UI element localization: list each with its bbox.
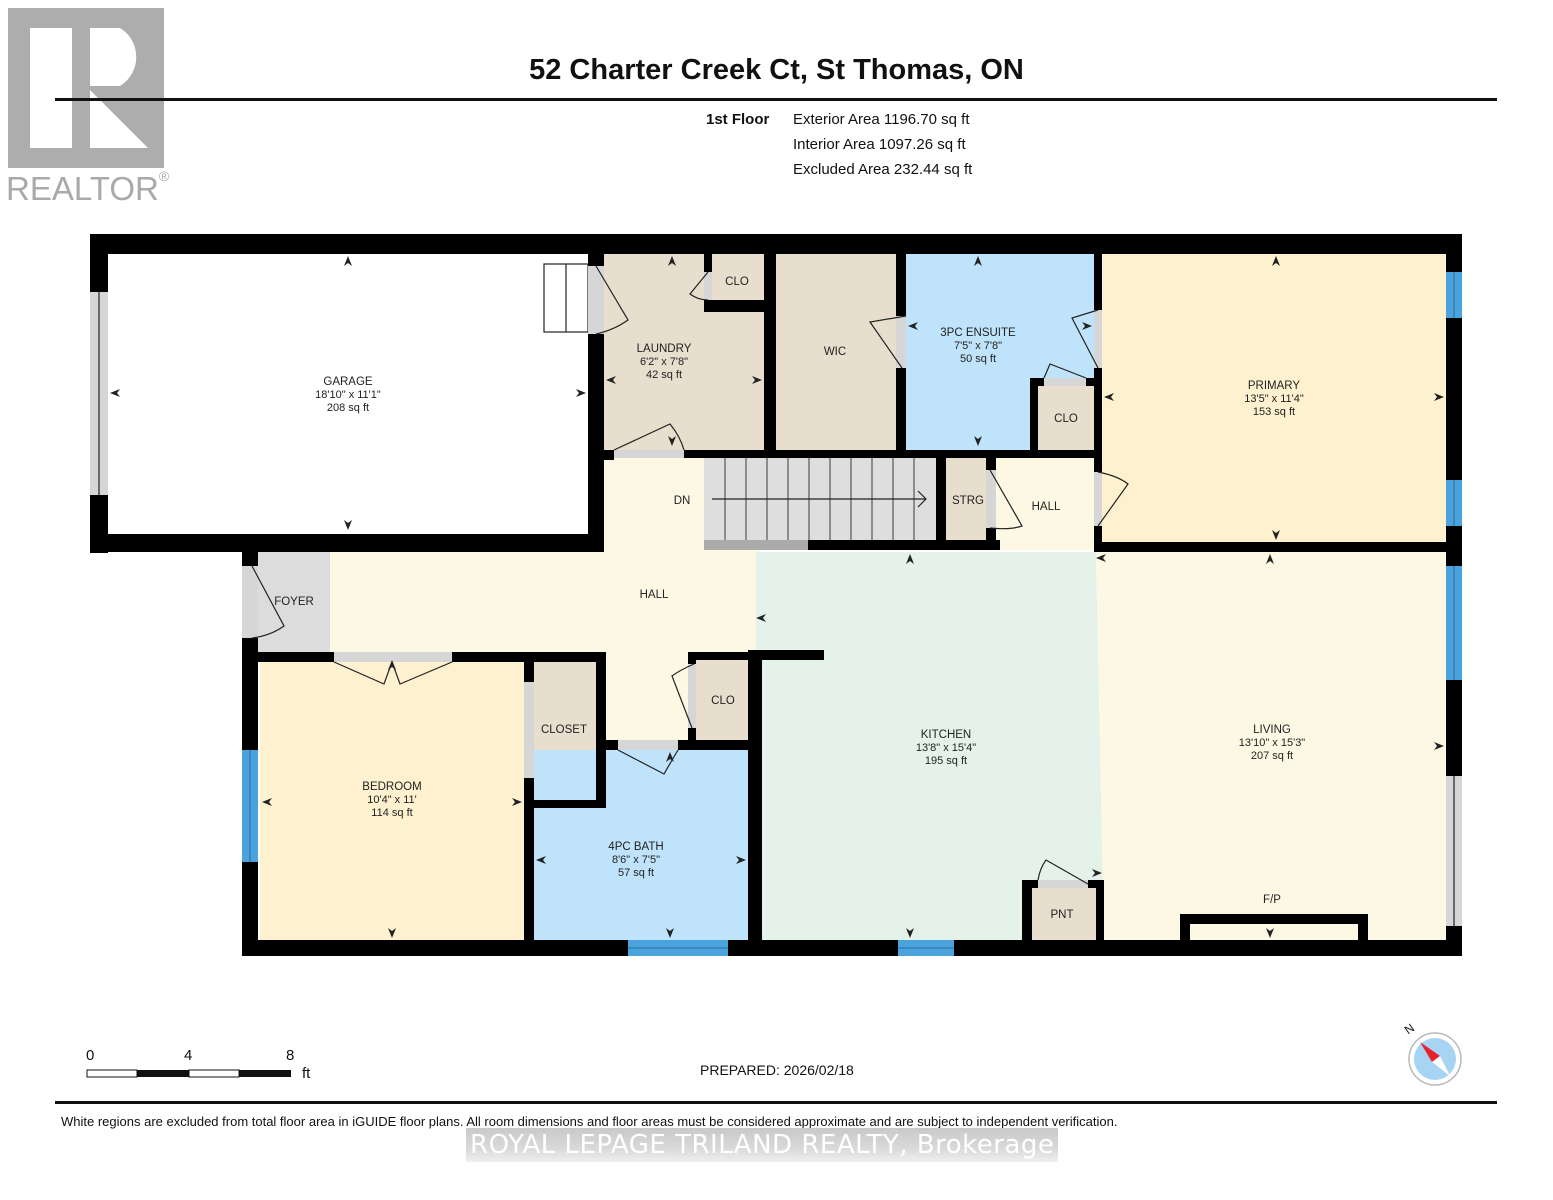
room-dims-kitchen: 13'8" x 15'4" — [916, 742, 976, 754]
disclaimer-text: White regions are excluded from total fl… — [61, 1114, 1118, 1129]
exterior-area: Exterior Area 1196.70 sq ft — [793, 111, 970, 128]
room-name-hall-upper: HALL — [1032, 501, 1061, 513]
strg-fill — [946, 458, 986, 540]
garage-fill — [108, 252, 588, 534]
room-name-wic: WIC — [824, 346, 846, 358]
room-name-primary: PRIMARY — [1248, 380, 1301, 392]
primary-fill — [1102, 252, 1446, 542]
room-area-ensuite: 50 sq ft — [960, 353, 996, 365]
realtor-r-logo-icon — [8, 8, 164, 168]
foyer-fill — [258, 552, 330, 652]
footer-divider — [55, 1101, 1497, 1104]
stair-direction-arrow — [712, 490, 927, 508]
laundry-clo-fill — [712, 252, 764, 308]
interior-area: Interior Area 1097.26 sq ft — [793, 136, 966, 153]
room-area-bath: 57 sq ft — [618, 867, 654, 879]
room-name-ensuite: 3PC ENSUITE — [940, 327, 1016, 339]
scale-tick-8: 8 — [286, 1047, 295, 1064]
room-area-laundry: 42 sq ft — [646, 369, 682, 381]
bath-fill — [534, 750, 748, 940]
title-divider — [55, 98, 1497, 101]
room-name-living: LIVING — [1253, 724, 1291, 736]
stair-landing — [704, 540, 808, 550]
room-name-laundry: LAUNDRY — [637, 343, 692, 355]
pantry-fill — [1032, 888, 1096, 940]
room-area-bedroom: 114 sq ft — [371, 807, 412, 819]
room-area-garage: 208 sq ft — [327, 402, 369, 414]
north-compass: N — [1398, 1021, 1468, 1086]
room-name-pantry: PNT — [1051, 909, 1074, 921]
hall-clo-fill — [696, 660, 748, 742]
room-name-hall-clo: CLO — [711, 695, 735, 707]
room-dims-bath: 8'6" x 7'5" — [612, 854, 660, 866]
scale-bar: 0 4 8 ft — [86, 1047, 326, 1087]
excluded-area: Excluded Area 232.44 sq ft — [793, 161, 973, 178]
room-area-living: 207 sq ft — [1251, 750, 1293, 762]
prepared-date: PREPARED: 2026/02/18 — [700, 1062, 854, 1078]
ensuite-clo-fill — [1038, 384, 1094, 450]
scale-bar-graphic — [86, 1069, 291, 1078]
living-fill — [1096, 552, 1446, 940]
garage-steps — [543, 263, 589, 333]
bedroom-fill — [260, 660, 524, 940]
scale-unit: ft — [302, 1065, 311, 1082]
room-name-bedroom: BEDROOM — [362, 781, 421, 793]
room-name-garage: GARAGE — [323, 376, 373, 388]
dimension-markers — [110, 256, 1444, 938]
room-area-primary: 153 sq ft — [1253, 406, 1295, 418]
room-dims-bedroom: 10'4" x 11' — [367, 794, 417, 806]
hall-corridor-fill — [604, 652, 694, 748]
hall-main-fill — [330, 550, 760, 652]
fireplace-label: F/P — [1263, 894, 1281, 906]
wic-fill — [776, 252, 896, 450]
room-name-strg: STRG — [952, 495, 984, 507]
room-dims-primary: 13'5" x 11'4" — [1244, 393, 1304, 405]
room-dims-ensuite: 7'5" x 7'8" — [954, 340, 1002, 352]
room-name-closet: CLOSET — [541, 724, 587, 736]
room-name-bath: 4PC BATH — [608, 841, 663, 853]
hall-right-fill — [996, 458, 1096, 550]
realtor-wordmark: REALTOR® — [6, 168, 170, 207]
north-compass-icon — [1408, 1032, 1462, 1086]
room-name-laundry-clo: CLO — [725, 276, 749, 288]
room-dims-laundry: 6'2" x 7'8" — [640, 356, 688, 368]
floor-label: 1st Floor — [706, 111, 770, 128]
brokerage-watermark: ROYAL LEPAGE TRILAND REALTY, Brokerage — [466, 1128, 1059, 1162]
room-name-kitchen: KITCHEN — [921, 729, 971, 741]
room-name-ensuite-clo: CLO — [1054, 413, 1078, 425]
door-swings — [251, 265, 1129, 885]
scale-tick-0: 0 — [86, 1047, 95, 1064]
stairs-down-label: DN — [674, 495, 691, 507]
page-title: 52 Charter Creek Ct, St Thomas, ON — [529, 54, 1024, 86]
room-labels: GARAGE 18'10" x 11'1" 208 sq ft LAUNDRY … — [274, 276, 1305, 921]
room-name-hall-main: HALL — [640, 589, 669, 601]
hall-upper-fill — [604, 458, 704, 550]
scale-tick-4: 4 — [184, 1047, 193, 1064]
kitchen-fill — [756, 552, 1104, 940]
room-dims-garage: 18'10" x 11'1" — [315, 389, 381, 401]
room-dims-living: 13'10" x 15'3" — [1239, 737, 1306, 749]
room-area-kitchen: 195 sq ft — [925, 755, 967, 767]
room-name-foyer: FOYER — [274, 596, 314, 608]
walls — [90, 234, 1462, 956]
